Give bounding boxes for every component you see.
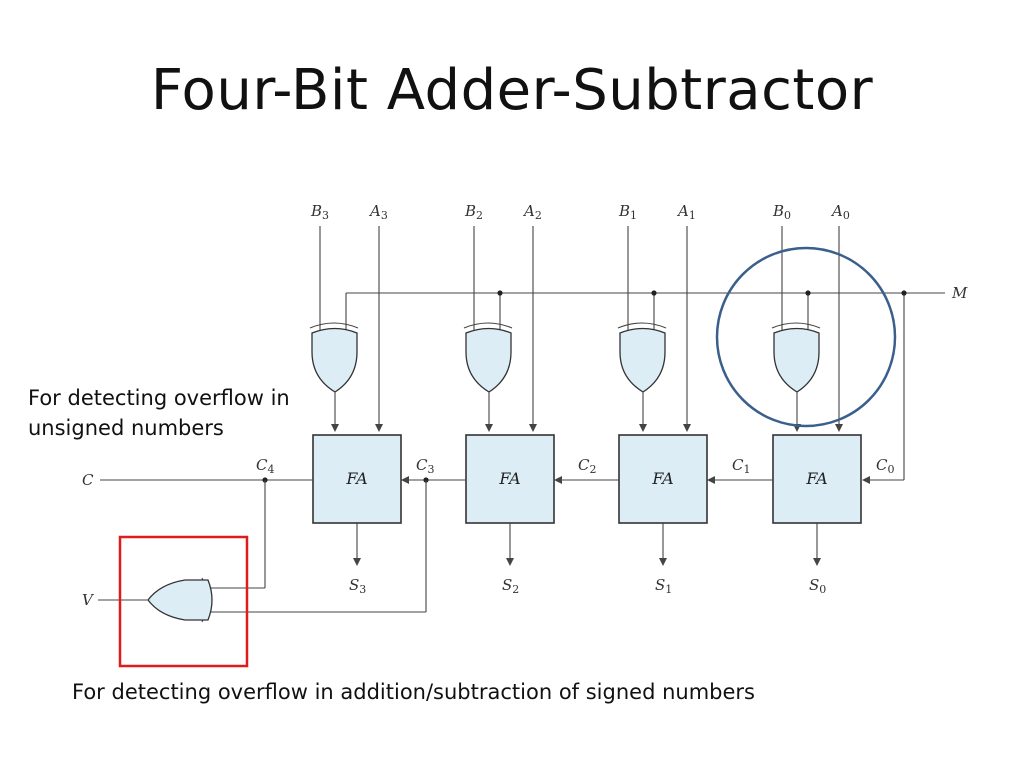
output-v-label: V bbox=[82, 591, 95, 609]
stage-3: B3 A3 FA S3 bbox=[309, 202, 402, 596]
carry-chain: C1 C2 C3 C4 C bbox=[82, 456, 773, 489]
stage-2: B2 A2 FA S2 bbox=[463, 202, 555, 596]
fa2-label: FA bbox=[498, 469, 520, 488]
a0-label: A0 bbox=[830, 202, 850, 222]
s3-label: S3 bbox=[349, 576, 366, 596]
note-unsigned-overflow: For detecting overflow in unsigned numbe… bbox=[28, 386, 290, 440]
stage-1: B1 A1 FA S1 bbox=[617, 202, 708, 596]
xor-gate-overflow bbox=[147, 579, 213, 621]
note-signed-overflow: For detecting overflow in addition/subtr… bbox=[72, 680, 755, 704]
stage-0: B0 A0 FA S0 C0 bbox=[771, 202, 894, 596]
overflow-xor: V bbox=[82, 480, 427, 623]
fa3-label: FA bbox=[345, 469, 367, 488]
highlight-circle bbox=[715, 246, 897, 428]
c0-label: C0 bbox=[876, 456, 894, 476]
s0-label: S0 bbox=[809, 576, 826, 596]
c4-label: C4 bbox=[256, 456, 274, 476]
xor-gate-0 bbox=[773, 327, 820, 393]
fa0-label: FA bbox=[805, 469, 827, 488]
full-adder-0 bbox=[772, 434, 862, 524]
mode-line: M bbox=[346, 284, 968, 484]
b1-label: B1 bbox=[618, 202, 637, 222]
output-c-label: C bbox=[82, 471, 94, 489]
mode-junction-dot bbox=[901, 290, 907, 296]
fa1-label: FA bbox=[651, 469, 673, 488]
s2-label: S2 bbox=[502, 576, 519, 596]
s1-label: S1 bbox=[655, 576, 672, 596]
highlight-box bbox=[118, 535, 249, 668]
xor-gate-2 bbox=[465, 327, 512, 393]
full-adder-1 bbox=[618, 434, 708, 524]
c3-label: C3 bbox=[416, 456, 434, 476]
b2-label: B2 bbox=[464, 202, 483, 222]
a1-label: A1 bbox=[676, 202, 696, 222]
b0-label: B0 bbox=[772, 202, 791, 222]
c2-label: C2 bbox=[578, 456, 596, 476]
slide-title: Four-Bit Adder-Subtractor bbox=[150, 58, 874, 123]
xor-gate-1 bbox=[619, 327, 666, 393]
a2-label: A2 bbox=[522, 202, 542, 222]
xor-gate-3 bbox=[311, 327, 358, 393]
a3-label: A3 bbox=[368, 202, 388, 222]
c1-label: C1 bbox=[732, 456, 750, 476]
mode-label: M bbox=[951, 284, 968, 302]
full-adder-3 bbox=[312, 434, 402, 524]
b3-label: B3 bbox=[310, 202, 329, 222]
